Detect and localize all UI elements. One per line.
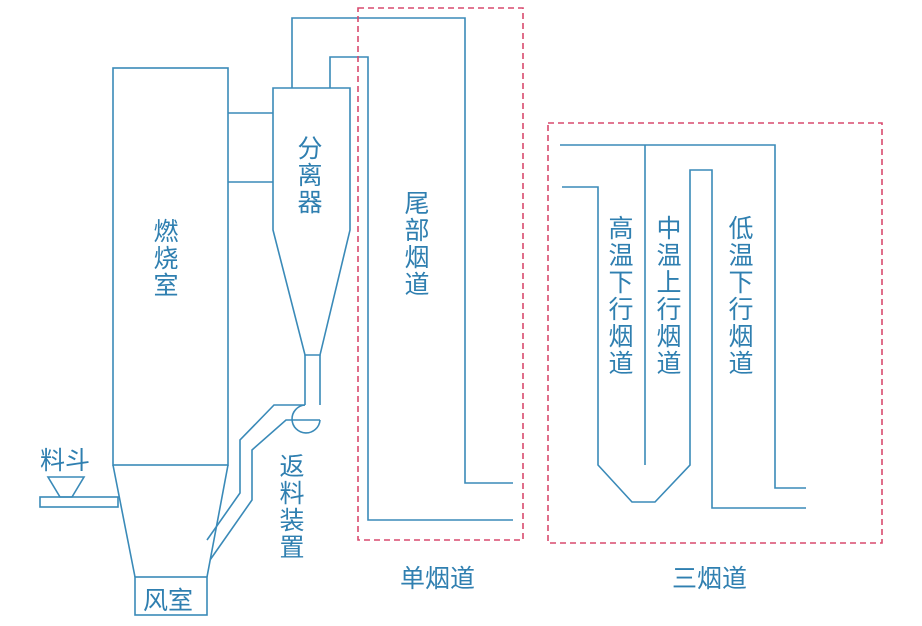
separator-label: 分离器 (294, 135, 323, 216)
wind-box-label: 风室 (143, 586, 194, 615)
triple-flue-box (547, 122, 883, 544)
return-device-shape (206, 404, 320, 561)
mid-temp-up-flue-label: 中温上行烟道 (653, 215, 682, 377)
triple-flue-label: 三烟道 (672, 564, 748, 593)
hopper-label: 料斗 (40, 446, 91, 475)
return-device-label: 返料装置 (276, 453, 305, 561)
single-flue-label: 单烟道 (400, 564, 476, 593)
low-temp-down-flue-label: 低温下行烟道 (725, 215, 754, 377)
tail-flue-label: 尾部烟道 (401, 190, 430, 298)
triple-flue-shape (560, 144, 806, 509)
chamber-separator-ducts (228, 112, 273, 183)
hopper-shape (39, 476, 119, 508)
single-flue-box (357, 7, 524, 541)
combustion-chamber-label: 燃烧室 (150, 218, 179, 299)
single-flue-shape (291, 17, 513, 521)
wind-box-shape (134, 576, 208, 616)
high-temp-down-flue-label: 高温下行烟道 (605, 215, 634, 377)
combustion-chamber-shape (112, 67, 229, 616)
separator-shape (272, 87, 351, 434)
